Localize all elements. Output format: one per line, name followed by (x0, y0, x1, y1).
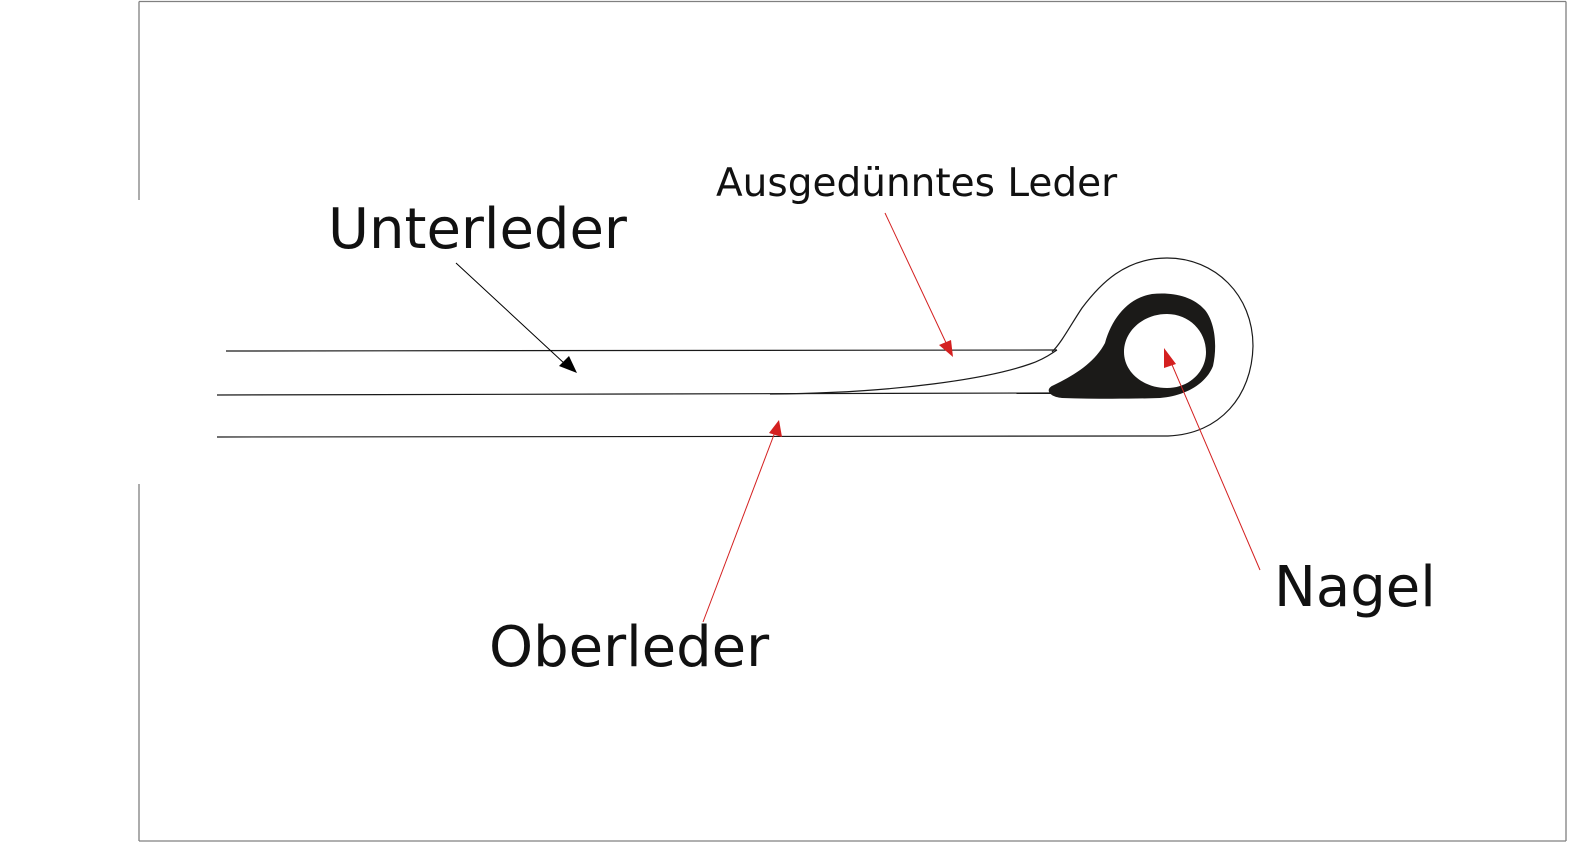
pointer-nagel-arrowhead (1164, 348, 1176, 368)
nail (1048, 293, 1216, 399)
label-ausgeduenntes-leder: Ausgedünntes Leder (716, 161, 1118, 206)
label-unterleder: Unterleder (328, 197, 628, 262)
pointer-oberleder-line (702, 431, 776, 623)
label-nagel: Nagel (1274, 555, 1436, 620)
pointer-nagel-line (1169, 359, 1261, 571)
leather-layers (216, 257, 1254, 438)
oberleder-wrap (216, 257, 1254, 438)
pointers (455, 212, 1261, 623)
pointer-ausgeduennt-arrowhead (939, 340, 953, 357)
frame (138, 0, 1567, 842)
unterleder-top-edge (225, 349, 1058, 352)
nail-shape (1048, 293, 1216, 399)
layer-middle-edge (216, 392, 1053, 396)
pointer-ausgeduennt-line (884, 212, 949, 348)
pointer-oberleder-arrowhead (769, 420, 782, 437)
label-oberleder: Oberleder (489, 615, 770, 680)
pointer-unterleder-arrowhead (559, 356, 577, 373)
thinned-leather-taper (769, 349, 1058, 395)
pointer-unterleder-line (455, 262, 566, 365)
